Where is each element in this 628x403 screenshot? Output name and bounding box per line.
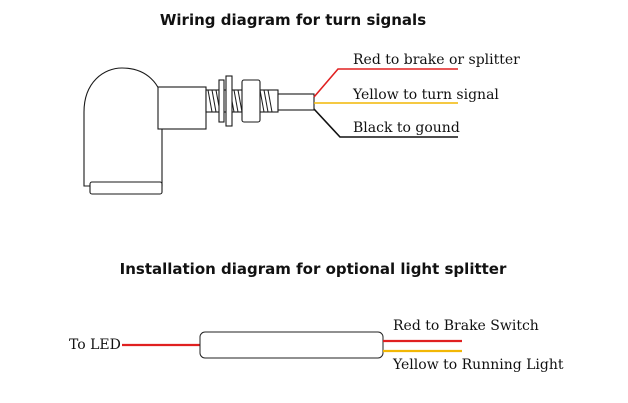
light-splitter-module	[199, 331, 384, 359]
lamp-housing	[83, 67, 163, 187]
wiring-diagram-title: Wiring diagram for turn signals	[160, 11, 426, 29]
turn-signal-illustration	[83, 67, 315, 195]
washer-1	[218, 79, 225, 123]
black-wire-label: Black to gound	[353, 120, 460, 136]
thread-lines	[207, 89, 273, 113]
lamp-lens	[89, 181, 163, 195]
splitter-diagram-title: Installation diagram for optional light …	[120, 260, 507, 278]
black-wire	[313, 108, 458, 138]
brake-switch-label: Red to Brake Switch	[393, 318, 539, 334]
mounting-nut	[241, 79, 261, 123]
red-wire	[313, 68, 458, 98]
red-wire-label: Red to brake or splitter	[353, 52, 520, 68]
wire-sleeve	[277, 93, 315, 111]
running-light-label: Yellow to Running Light	[392, 357, 564, 373]
washer-2	[225, 75, 233, 127]
to-led-label: To LED	[69, 337, 121, 353]
yellow-wire-label: Yellow to turn signal	[352, 87, 499, 103]
lamp-stem	[157, 86, 207, 130]
